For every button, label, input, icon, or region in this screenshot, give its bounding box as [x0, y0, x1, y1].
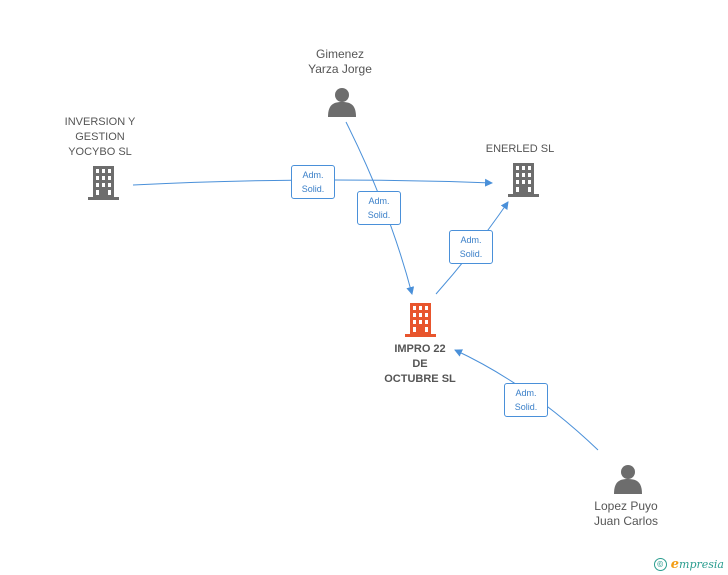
node-label-lopez[interactable]: Lopez Puyo Juan Carlos: [593, 499, 659, 528]
building-icon[interactable]: [508, 163, 539, 197]
node-label-enerled[interactable]: ENERLED SL: [485, 143, 555, 155]
edge-label-gimenez-impro[interactable]: Adm. Solid.: [357, 191, 401, 225]
edge-label-impro-enerled[interactable]: Adm. Solid.: [449, 230, 493, 264]
edge-label-inversion-enerled[interactable]: Adm. Solid.: [291, 165, 335, 199]
person-icon[interactable]: [614, 465, 642, 494]
building-icon-main[interactable]: [405, 303, 436, 337]
node-label-impro[interactable]: IMPRO 22 DE OCTUBRE SL: [384, 343, 456, 385]
footer-brand: © empresia: [653, 557, 724, 572]
edge-label-lopez-impro[interactable]: Adm. Solid.: [504, 383, 548, 417]
node-label-inversion[interactable]: INVERSION Y GESTION YOCYBO SL: [64, 116, 136, 158]
copyright-icon: ©: [653, 558, 667, 571]
node-label-gimenez[interactable]: Gimenez Yarza Jorge: [308, 47, 372, 76]
person-icon[interactable]: [328, 88, 356, 117]
building-icon[interactable]: [88, 166, 119, 200]
brand-logo[interactable]: empresia: [670, 557, 724, 572]
